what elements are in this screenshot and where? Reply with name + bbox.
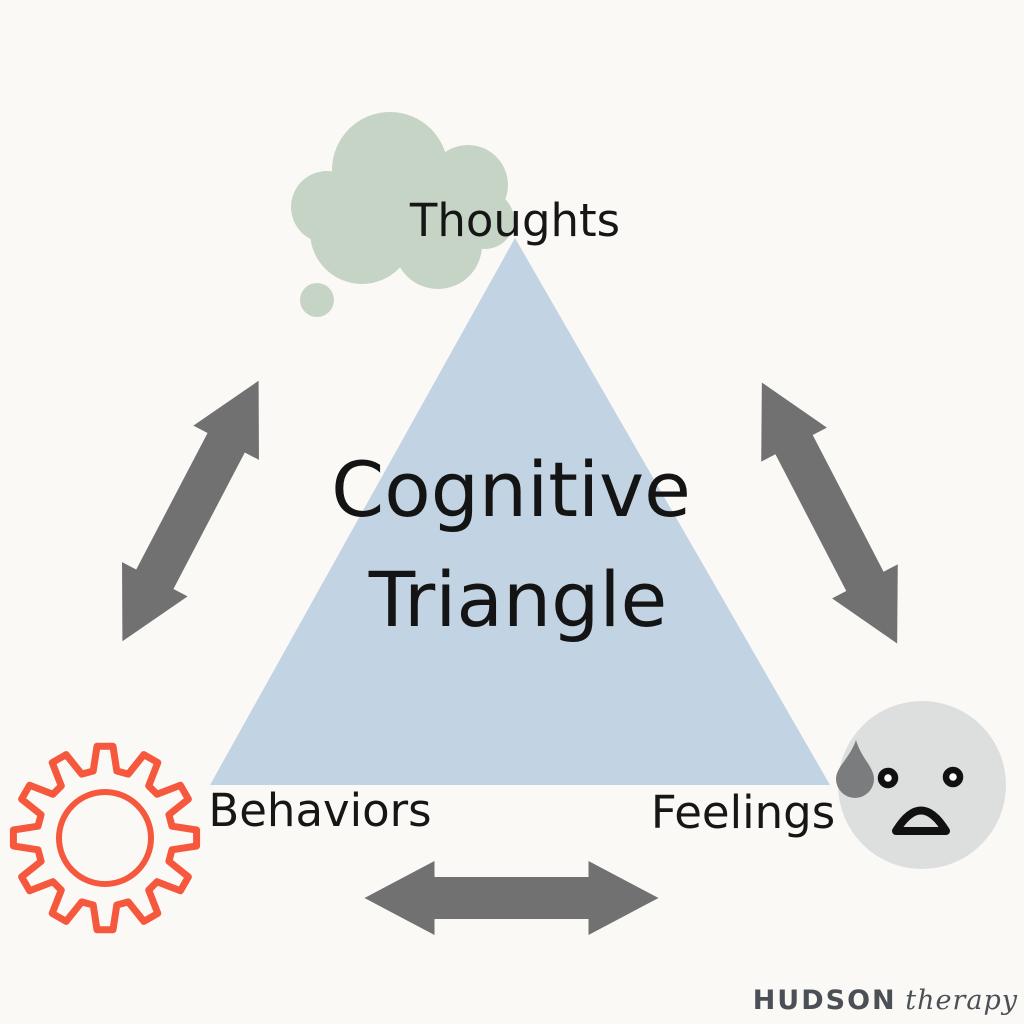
brand-name: HUDSON	[752, 985, 897, 1016]
arrow-thoughts-behaviors-icon	[122, 380, 259, 642]
arrow-thoughts-feelings-icon	[761, 382, 898, 644]
gear-icon	[9, 742, 201, 934]
title-line-2: Triangle	[368, 555, 668, 644]
worried-face-icon	[836, 701, 1006, 869]
thought-bubble-icon	[291, 112, 514, 317]
triangle-shape	[210, 238, 830, 785]
left-eye	[877, 767, 899, 789]
arrow-behaviors-feelings-icon	[364, 861, 659, 935]
title-line-1: Cognitive	[331, 445, 691, 534]
feelings-label: Feelings	[650, 786, 836, 839]
behaviors-label: Behaviors	[208, 784, 432, 837]
frown-mouth	[892, 806, 950, 835]
brand-descriptor: therapy	[905, 985, 1018, 1016]
right-eye	[942, 766, 964, 788]
brand-logo: HUDSON therapy	[753, 985, 1018, 1016]
sweat-drop-icon	[836, 740, 874, 798]
thoughts-label: Thoughts	[409, 194, 621, 247]
face-circle	[838, 701, 1006, 869]
